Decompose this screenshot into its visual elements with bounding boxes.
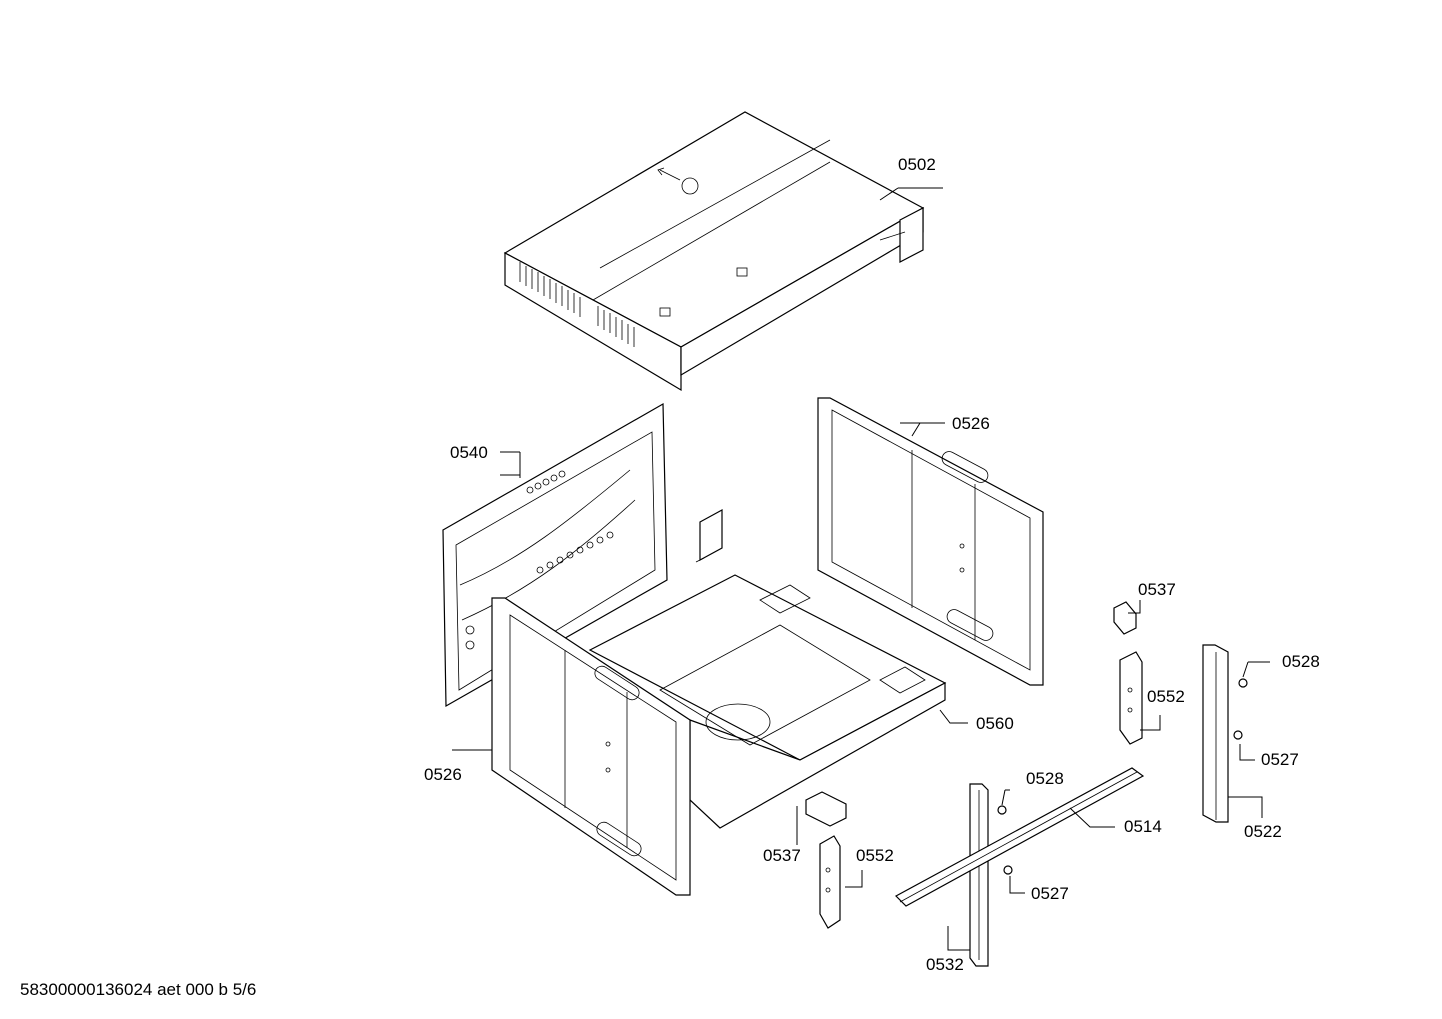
callout-0502: 0502 <box>898 155 936 174</box>
callout-0540: 0540 <box>450 443 488 462</box>
callout-0514: 0514 <box>1124 817 1162 836</box>
callout-0537-right: 0537 <box>1138 580 1176 599</box>
callout-0528-right: 0528 <box>1282 652 1320 671</box>
callout-0552-center: 0552 <box>856 846 894 865</box>
callout-0528-center: 0528 <box>1026 769 1064 788</box>
part-hinge-holder-right <box>1119 651 1143 745</box>
document-id: 58300000136024 aet 000 b 5/6 <box>20 980 257 999</box>
part-screws <box>997 678 1248 875</box>
callout-0552-right: 0552 <box>1147 687 1185 706</box>
part-hinge-holder-center <box>819 835 841 929</box>
part-vertical-rail-center <box>969 783 989 967</box>
part-bottom-floor <box>588 574 947 829</box>
part-side-wall-left <box>491 597 691 896</box>
part-small-bracket <box>695 508 723 563</box>
part-top-cover <box>503 111 925 392</box>
part-bracket-0537-center <box>805 791 847 827</box>
callout-0527-center: 0527 <box>1031 884 1069 903</box>
callout-0526-right: 0526 <box>952 414 990 433</box>
part-vertical-rail-right <box>1202 644 1229 823</box>
callout-labels: 0502 0540 0526 0537 0528 0552 0560 0527 … <box>424 155 1320 974</box>
callout-0527-right: 0527 <box>1261 750 1299 769</box>
callout-0522: 0522 <box>1244 822 1282 841</box>
part-cross-rail <box>895 767 1145 907</box>
callout-0560: 0560 <box>976 714 1014 733</box>
callout-0532: 0532 <box>926 955 964 974</box>
part-side-wall-right <box>817 397 1044 686</box>
callout-0526-left: 0526 <box>424 765 462 784</box>
callout-leaders <box>452 187 1270 951</box>
part-bracket-0537-right <box>1113 601 1137 635</box>
callout-0537-center: 0537 <box>763 846 801 865</box>
